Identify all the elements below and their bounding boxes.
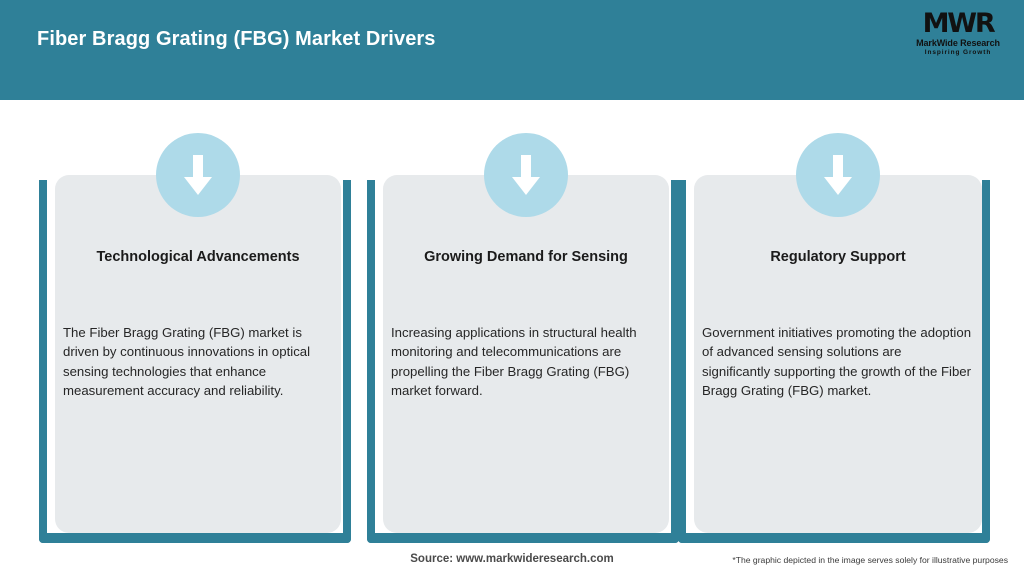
- card-title: Regulatory Support: [770, 249, 906, 265]
- page-title: Fiber Bragg Grating (FBG) Market Drivers: [37, 28, 436, 50]
- card-surface: Growing Demand for Sensing Increasing ap…: [383, 133, 669, 533]
- driver-card-2: Growing Demand for Sensing Increasing ap…: [367, 133, 679, 543]
- card-title: Technological Advancements: [96, 249, 300, 265]
- card-frame: [678, 180, 990, 543]
- source-label: Source: www.markwideresearch.com: [410, 553, 614, 565]
- card-body-text: Government initiatives promoting the ado…: [702, 325, 972, 399]
- logo-tagline: Inspiring Growth: [924, 49, 992, 56]
- arrow-down-icon: [484, 133, 568, 217]
- logo-monogram: MWR: [922, 8, 996, 39]
- card-surface: Technological Advancements The Fiber Bra…: [55, 133, 341, 533]
- driver-card-3: Regulatory Support Government initiative…: [678, 133, 990, 543]
- driver-card-1: Technological Advancements The Fiber Bra…: [39, 133, 351, 543]
- arrow-down-icon: [156, 133, 240, 217]
- arrow-down-icon: [796, 133, 880, 217]
- card-body-text: The Fiber Bragg Grating (FBG) market is …: [63, 325, 311, 399]
- card-frame: [367, 180, 679, 543]
- logo-company-name: MarkWide Research: [916, 38, 1000, 48]
- header-bar: Fiber Bragg Grating (FBG) Market Drivers…: [0, 0, 1024, 100]
- brand-logo: MWR MarkWide Research Inspiring Growth: [910, 10, 1006, 58]
- card-body-text: Increasing applications in structural he…: [391, 325, 637, 399]
- disclaimer-label: *The graphic depicted in the image serve…: [732, 555, 1008, 565]
- card-frame: [39, 180, 351, 543]
- card-title: Growing Demand for Sensing: [424, 249, 628, 265]
- card-surface: Regulatory Support Government initiative…: [694, 133, 982, 533]
